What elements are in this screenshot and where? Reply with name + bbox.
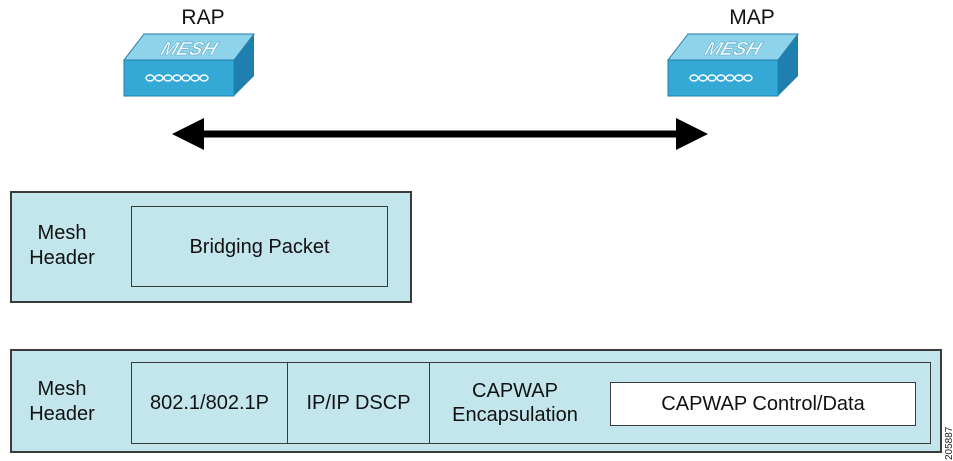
capwap-encapsulation-field: CAPWAP Encapsulation xyxy=(452,380,578,426)
ip-dscp-field: IP/IP DSCP xyxy=(288,363,430,443)
rap-label: RAP xyxy=(181,6,225,29)
capwap-payload: 802.1/802.1P IP/IP DSCP CAPWAP Encapsula… xyxy=(131,362,931,444)
dot1-field: 802.1/802.1P xyxy=(132,363,288,443)
device-front-face xyxy=(123,59,235,97)
map-label: MAP xyxy=(729,6,775,29)
left-arrowhead xyxy=(172,118,204,150)
figure-id: 205887 xyxy=(944,426,953,460)
rap-mesh-device-icon: MESH xyxy=(122,33,256,97)
device-side-face xyxy=(234,34,254,96)
device-front-face xyxy=(667,59,779,97)
map-mesh-device-icon: MESH xyxy=(666,33,800,97)
capwap-control-data-field: CAPWAP Control/Data xyxy=(610,382,916,426)
right-arrowhead xyxy=(676,118,708,150)
bidirectional-link-arrow xyxy=(172,118,708,150)
capwap-mesh-header-label: Mesh Header xyxy=(29,378,95,425)
bridging-mesh-header-label: Mesh Header xyxy=(29,222,95,269)
device-brand-text: MESH xyxy=(702,39,765,60)
bridging-packet-field: Bridging Packet xyxy=(131,206,388,287)
device-port-loops xyxy=(689,74,753,82)
device-side-face xyxy=(778,34,798,96)
device-brand-text: MESH xyxy=(158,39,221,60)
device-port-loops xyxy=(145,74,209,82)
